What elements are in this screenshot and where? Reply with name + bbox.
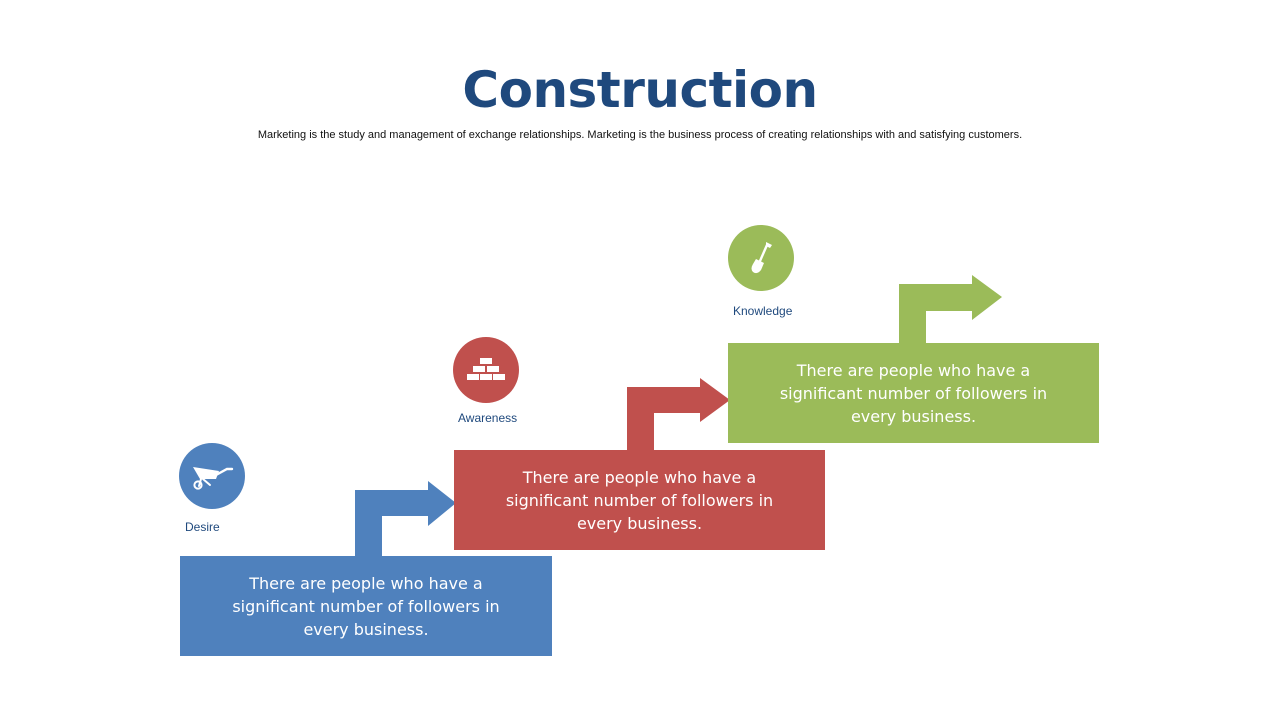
step-text-desire: There are people who have a significant …	[232, 573, 500, 639]
step-box-knowledge: There are people who have a significant …	[728, 343, 1099, 443]
step-text-knowledge: There are people who have a significant …	[779, 360, 1048, 426]
slide-subtitle: Marketing is the study and management of…	[257, 129, 1023, 141]
arrow-desire	[355, 481, 456, 556]
shovel-icon	[728, 225, 794, 291]
step-box-awareness: There are people who have a significant …	[454, 450, 825, 550]
step-text-awareness: There are people who have a significant …	[505, 467, 774, 533]
step-label-knowledge: Knowledge	[733, 304, 793, 318]
step-label-desire: Desire	[185, 520, 220, 534]
step-box-desire: There are people who have a significant …	[180, 556, 552, 656]
slide-title: Construction	[462, 61, 818, 119]
arrow-knowledge	[899, 275, 1002, 343]
wheelbarrow-icon	[179, 443, 245, 509]
bricks-icon	[453, 337, 519, 403]
step-label-awareness: Awareness	[458, 411, 518, 425]
arrow-awareness	[627, 378, 730, 450]
